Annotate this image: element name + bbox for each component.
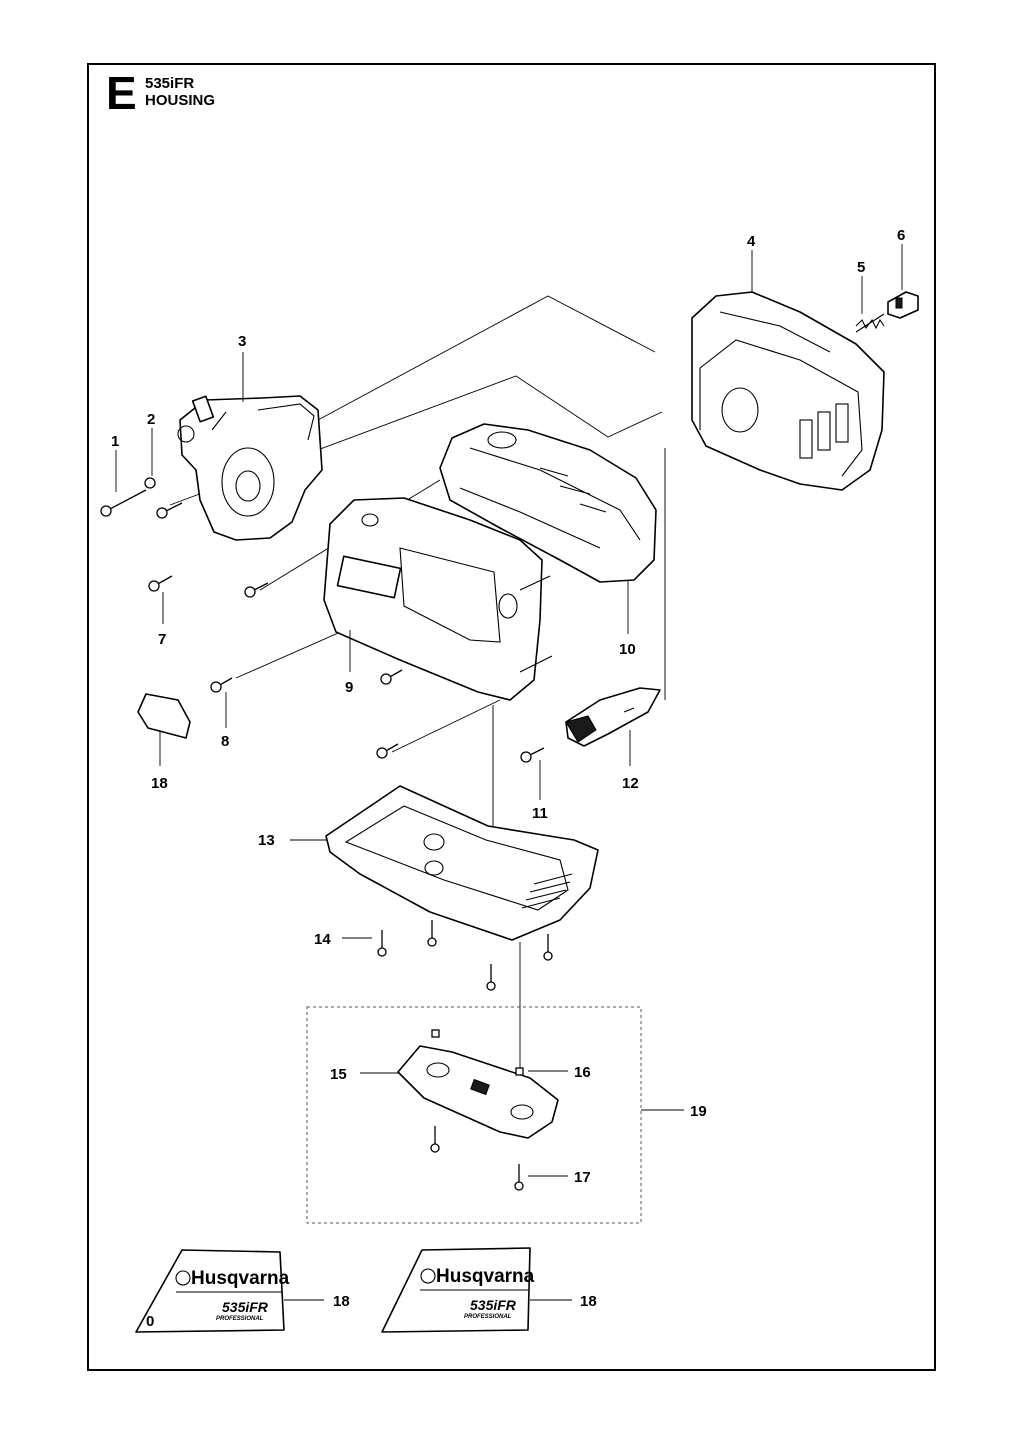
part-9-front-housing	[323, 497, 553, 701]
screws	[100, 477, 553, 1191]
part-10-top-cover	[439, 423, 657, 583]
decal-model-text: 535iFR	[470, 1297, 517, 1313]
callout-18: 18	[580, 1293, 597, 1310]
part-18-side-decal	[137, 693, 191, 739]
callout-19: 19	[690, 1103, 707, 1120]
part-17-screw	[514, 1164, 524, 1191]
screw-icon	[430, 1126, 440, 1153]
part-12-cover	[565, 687, 661, 747]
decal-subtitle-text: PROFESSIONAL	[464, 1314, 512, 1320]
part-2-washer-screw	[144, 477, 156, 489]
callout-18: 18	[151, 775, 168, 792]
part-16-nut	[515, 1067, 524, 1076]
section-letter: E	[106, 67, 137, 119]
part-6-button	[887, 291, 919, 319]
screw-icon	[427, 920, 437, 947]
part-8-screw	[210, 677, 233, 693]
screw-icon	[376, 743, 399, 759]
callout-4: 4	[747, 233, 756, 250]
part-15-skid-plate	[397, 1045, 559, 1139]
decal-brand-text: Husqvarna	[191, 1268, 290, 1289]
screw-icon	[380, 669, 403, 685]
callout-9: 9	[345, 679, 353, 696]
callout-11: 11	[532, 805, 548, 822]
model-label: 535iFR	[145, 75, 195, 92]
section-title: HOUSING	[145, 92, 216, 109]
page-frame	[87, 63, 936, 1371]
screw-icon	[156, 502, 183, 519]
part-11-screw	[520, 747, 545, 763]
part-7-screw	[148, 575, 173, 592]
part-1-screw	[100, 489, 147, 517]
callout-18: 18	[333, 1293, 350, 1310]
decal-model-text: 535iFR	[222, 1299, 269, 1315]
callout-8: 8	[221, 733, 229, 750]
callout-14: 14	[314, 931, 331, 948]
kit-19-box	[306, 1006, 642, 1224]
decal-brand-text: Husqvarna	[436, 1266, 535, 1287]
callout-10: 10	[619, 641, 636, 658]
part-13-bottom-plate	[325, 785, 599, 941]
decal-18-left: Husqvarna 535iFR PROFESSIONAL 0	[135, 1249, 290, 1333]
part-5-spring	[855, 313, 885, 333]
callout-numbers: 1 2 3 4 5 6 7 8 9 10 11 12 13 14 15 16 1…	[111, 227, 905, 1310]
callout-1: 1	[111, 433, 119, 450]
leader-lines	[115, 244, 903, 1301]
callout-12: 12	[622, 775, 639, 792]
screw-icon	[244, 582, 269, 598]
decal-18-right: Husqvarna 535iFR PROFESSIONAL	[381, 1247, 535, 1333]
part-3-fan-housing	[177, 395, 323, 541]
callout-13: 13	[258, 832, 275, 849]
callout-15: 15	[330, 1066, 347, 1083]
decal-subtitle-text: PROFESSIONAL	[216, 1316, 264, 1322]
part-14-screw	[377, 930, 387, 957]
callout-16: 16	[574, 1064, 591, 1081]
callout-5: 5	[857, 259, 865, 276]
callout-7: 7	[158, 631, 166, 648]
screw-icon	[543, 934, 553, 961]
callout-17: 17	[574, 1169, 591, 1186]
svg-text:0: 0	[146, 1313, 154, 1330]
part-4-engine-cover	[691, 291, 885, 491]
callout-2: 2	[147, 411, 155, 428]
nut-icon	[431, 1029, 440, 1038]
callout-6: 6	[897, 227, 905, 244]
screw-icon	[486, 964, 496, 991]
callout-3: 3	[238, 333, 246, 350]
